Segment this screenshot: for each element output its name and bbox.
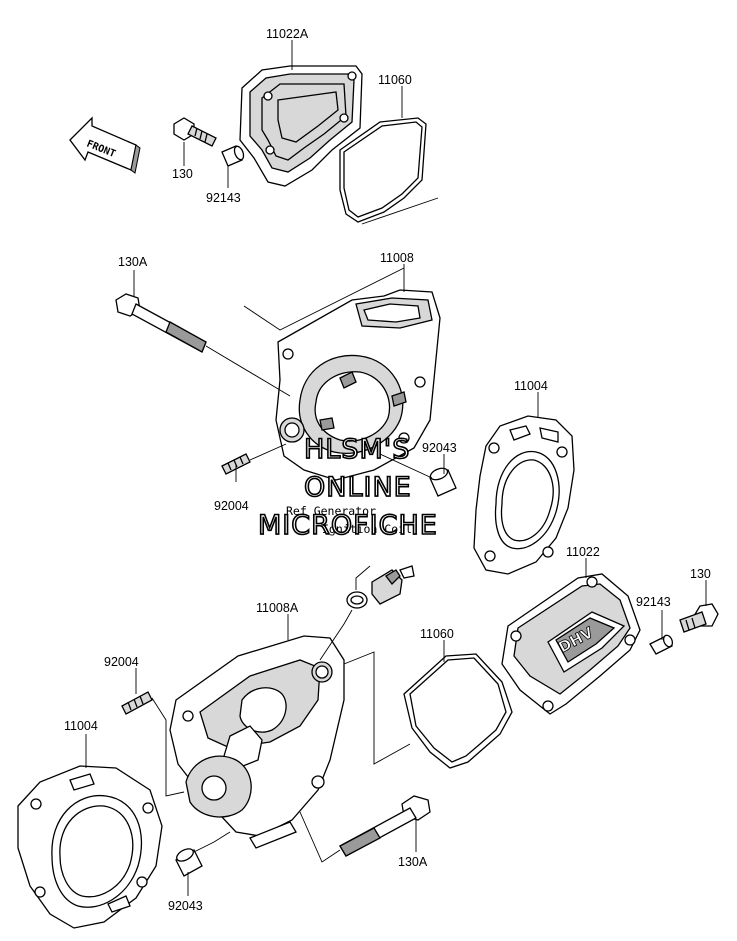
label-head-top: 11008 — [380, 251, 414, 265]
head-gasket-right — [473, 415, 575, 575]
label-dowel-top: 92143 — [206, 191, 241, 205]
cylinder-head-bottom — [169, 635, 345, 849]
reference-note: Ref Generator Ignition Coil — [286, 504, 412, 536]
watermark-line1: HLSM'S — [304, 434, 410, 465]
label-bolt-right: 130 — [690, 567, 711, 581]
sensor-with-o-ring — [346, 565, 415, 609]
front-arrow-icon: FRONT — [69, 116, 141, 174]
label-head-bottom: 11008A — [256, 601, 299, 615]
label-gasket-mid: 11060 — [420, 627, 454, 641]
leader-lines — [85, 40, 707, 896]
watermark-line3: MICROFICHE — [258, 510, 438, 541]
part-labels: 11022A 11060 130 92143 130A 11008 11004 … — [64, 27, 711, 913]
bolt-130-right — [679, 603, 719, 633]
stud-92004-left — [121, 691, 153, 715]
long-bolt-130a-bottom — [339, 795, 431, 857]
cylinder-head-cover-right: DHV — [501, 573, 641, 715]
cover-gasket-mid — [403, 653, 513, 769]
dowel-92043-mid — [429, 467, 457, 497]
label-long-bolt-bottom: 130A — [398, 855, 428, 869]
label-dowel-bottom: 92043 — [168, 899, 203, 913]
label-gasket-head-left: 11004 — [64, 719, 98, 733]
label-long-bolt-top: 130A — [118, 255, 148, 269]
ref-note-line2: Ignition Coil — [322, 522, 412, 536]
long-bolt-130a-top — [115, 293, 207, 353]
cover-gasket-top — [339, 117, 427, 223]
watermark: HLSM'S ONLINE MICROFICHE — [257, 433, 438, 542]
head-gasket-left — [17, 765, 163, 929]
watermark-line2: ONLINE — [304, 472, 412, 503]
bolt-130-top — [173, 117, 217, 147]
label-dowel-right: 92143 — [636, 595, 671, 609]
ref-note-line1: Ref Generator — [286, 504, 376, 518]
label-stud-left: 92004 — [104, 655, 139, 669]
dowel-92143-top — [221, 145, 245, 167]
cylinder-head-top — [275, 289, 441, 481]
label-stud-mid: 92004 — [214, 499, 249, 513]
dowel-92043-bottom — [175, 848, 203, 877]
cylinder-head-cover-top — [239, 65, 363, 187]
label-cover-right: 11022 — [566, 545, 600, 559]
dowel-92143-right — [649, 634, 674, 655]
label-cover-top: 11022A — [266, 27, 309, 41]
label-gasket-top: 11060 — [378, 73, 412, 87]
label-dowel-mid: 92043 — [422, 441, 457, 455]
label-bolt-top: 130 — [172, 167, 193, 181]
label-gasket-head-right: 11004 — [514, 379, 548, 393]
